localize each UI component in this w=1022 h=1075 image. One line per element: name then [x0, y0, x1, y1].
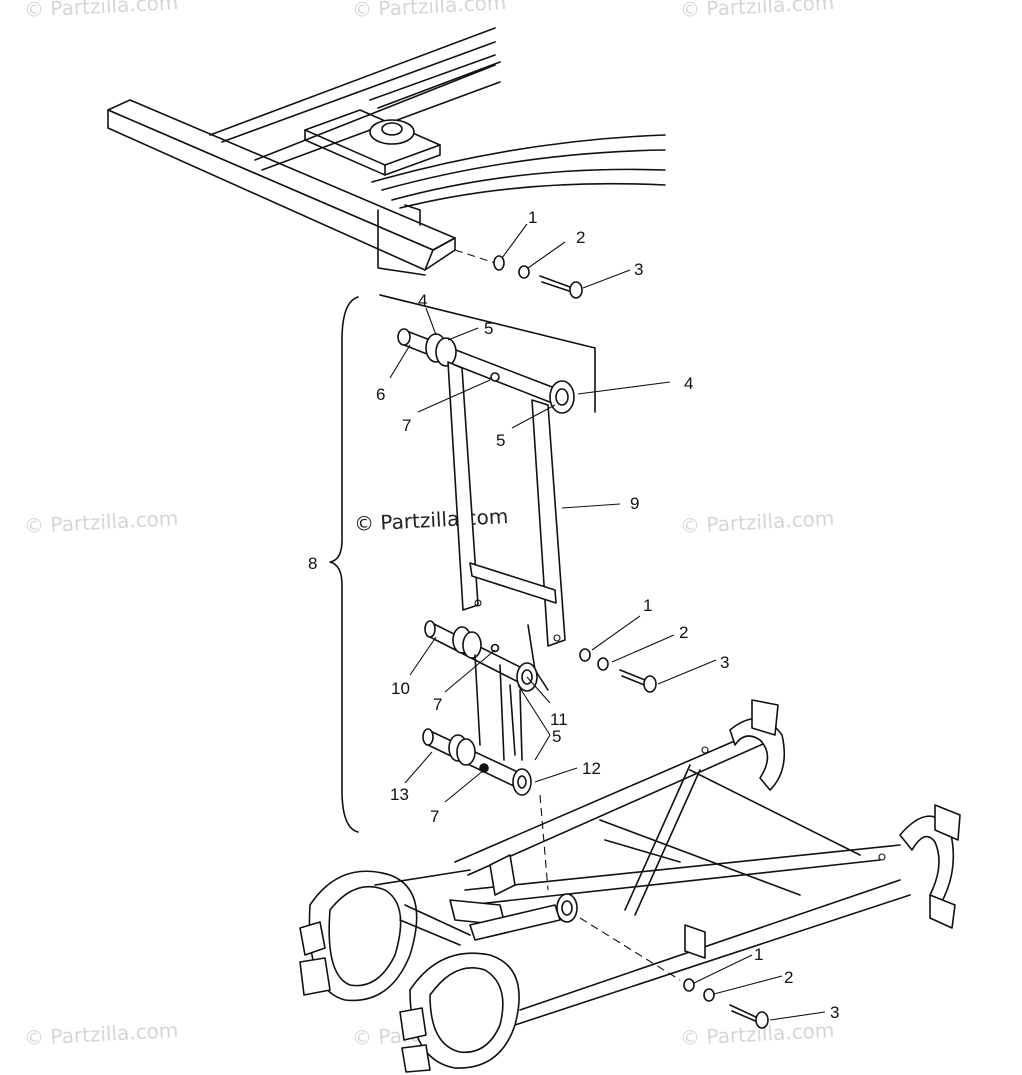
callout-1-top: 1 [528, 208, 537, 227]
middle-hardware [579, 648, 657, 693]
lower-hardware [683, 978, 769, 1029]
callout-7-middle: 7 [433, 695, 442, 714]
callout-6: 6 [376, 385, 385, 404]
group-brace [329, 296, 359, 833]
callout-4-upper-right: 4 [684, 374, 693, 393]
callout-3-top: 3 [634, 260, 643, 279]
callout-3-bottom: 3 [830, 1003, 839, 1022]
callout-5-lower: 5 [552, 727, 561, 746]
callout-9: 9 [630, 494, 639, 513]
callout-2-bottom: 2 [784, 968, 793, 987]
callout-13: 13 [390, 785, 409, 804]
upper-frame [107, 27, 666, 276]
callout-2-top: 2 [576, 228, 585, 247]
lower-shaft-assembly-13 [422, 728, 549, 891]
callout-11: 11 [550, 710, 568, 729]
upper-hardware [454, 249, 583, 299]
callout-1-middle: 1 [643, 596, 652, 615]
callout-2-middle: 2 [679, 623, 688, 642]
callout-5-upper-right: 5 [496, 431, 505, 450]
callout-7-upper: 7 [402, 416, 411, 435]
rear-a-frame [299, 699, 961, 1073]
callout-3-middle: 3 [720, 653, 729, 672]
callout-5-upper-left: 5 [484, 319, 493, 338]
lower-shaft-assembly-10 [424, 620, 538, 761]
callout-1-bottom: 1 [754, 945, 763, 964]
leader-lines [389, 223, 826, 1021]
callout-7-lower: 7 [430, 807, 439, 826]
callout-8: 8 [308, 554, 317, 573]
callout-12: 12 [582, 759, 601, 778]
upper-pivot-assembly [379, 294, 596, 691]
callout-4-upper-left: 4 [418, 291, 427, 310]
callout-10: 10 [391, 679, 410, 698]
